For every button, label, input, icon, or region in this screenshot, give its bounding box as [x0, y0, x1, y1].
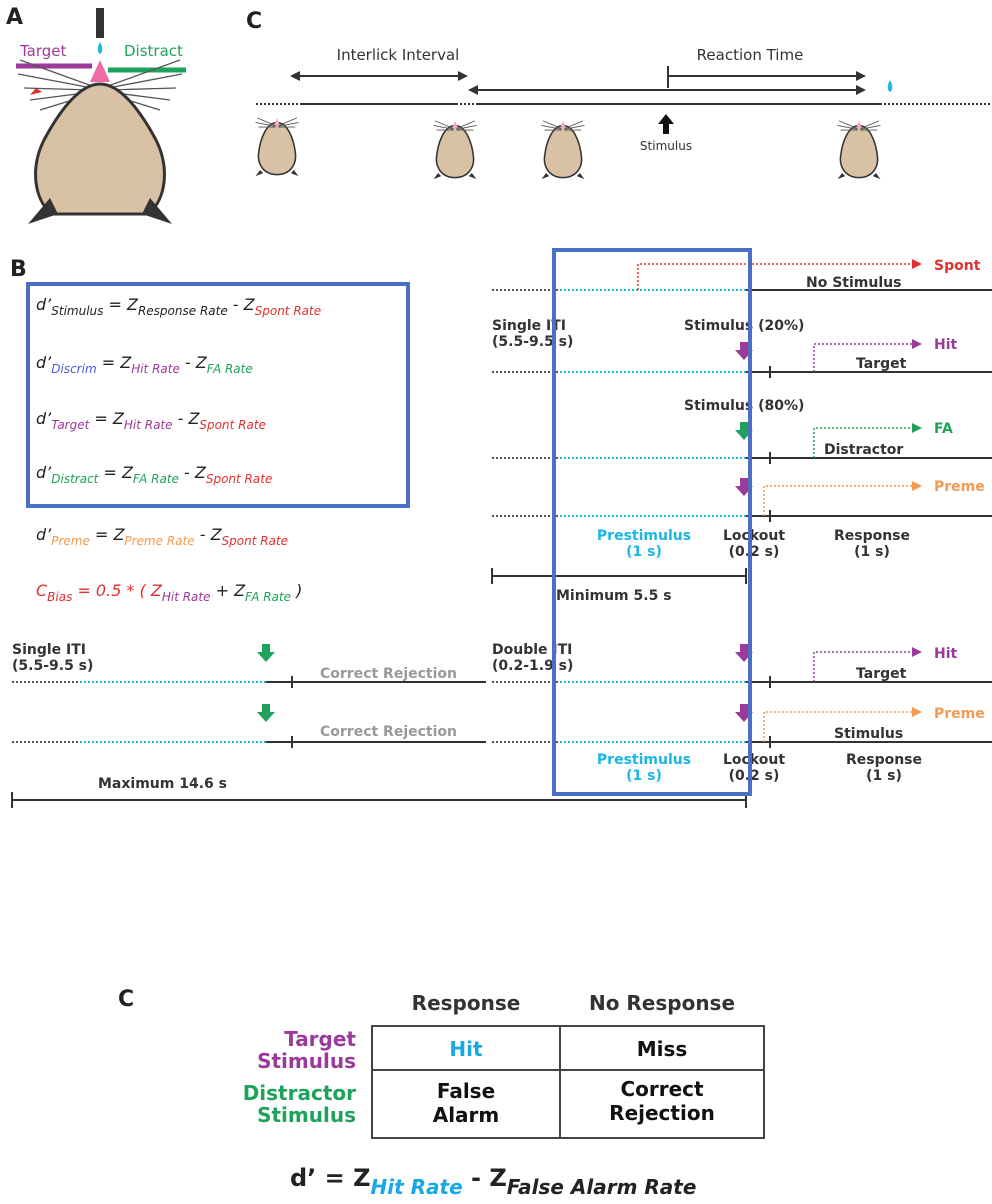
- correct-rejection-label-1: Correct Rejection: [320, 666, 457, 682]
- dprime-formula: d’ = ZHit Rate - ZFalse Alarm Rate: [290, 1164, 696, 1199]
- mouse-lick-1: [254, 116, 300, 178]
- mouse-lick-4: [836, 119, 882, 181]
- distract-label: Distract: [124, 42, 183, 60]
- distractor-label: Distractor: [824, 442, 903, 458]
- equation-box: [26, 282, 410, 508]
- prestimulus-dur-lower: (1 s): [626, 768, 662, 784]
- double-hit-label: Hit: [934, 646, 958, 662]
- response-label-upper: Response: [834, 528, 910, 544]
- lick-spout: [96, 8, 104, 38]
- preme-stim-arrow-icon: [735, 478, 753, 496]
- preme-label: Preme: [934, 479, 985, 495]
- stimulus-label: Stimulus: [640, 139, 692, 153]
- row-distractor-2: Stimulus: [257, 1103, 356, 1127]
- cell-false-1: False: [437, 1079, 495, 1103]
- row-target-1: Target: [284, 1027, 356, 1051]
- panel-c-table-letter: C: [118, 987, 134, 1012]
- single-iti-label: Single ITI: [492, 318, 566, 334]
- minimum-label: Minimum 5.5 s: [556, 588, 672, 604]
- reward-drop-icon: [887, 80, 893, 92]
- col-no-response: No Response: [589, 991, 735, 1015]
- distract-stim-arrow-icon: [735, 422, 753, 440]
- fa-label: FA: [934, 421, 953, 437]
- double-hit-stim-arrow-icon: [735, 644, 753, 662]
- double-iti-label: Double ITI: [492, 642, 572, 658]
- panel-c-top: C Interlick Interval Reaction Time Stimu…: [246, 9, 992, 181]
- correct-rejection-label-2: Correct Rejection: [320, 724, 457, 740]
- prestimulus-dur-upper: (1 s): [626, 544, 662, 560]
- double-stimulus-label: Stimulus: [834, 726, 903, 742]
- eq-distract: d’Distract = ZFA Rate - ZSpont Rate: [36, 463, 272, 486]
- panel-c-table: C Response No Response Target Stimulus D…: [118, 987, 765, 1199]
- eq-stimulus: d’Stimulus = ZResponse Rate - ZSpont Rat…: [36, 295, 321, 318]
- double-preme-stim-arrow-icon: [735, 704, 753, 722]
- window-box: [552, 248, 752, 796]
- hit-label: Hit: [934, 337, 958, 353]
- stimulus-80-label: Stimulus (80%): [684, 398, 804, 414]
- double-target-label: Target: [856, 666, 907, 682]
- outcome-table: [371, 1025, 765, 1139]
- panel-a-letter: A: [6, 5, 23, 30]
- double-preme-arrow: [763, 707, 922, 742]
- mouse-lick-3: [540, 119, 586, 181]
- stimulus-arrow-icon: [658, 114, 674, 134]
- response-label-lower: Response: [846, 752, 922, 768]
- lockout-dur-upper: (0.2 s): [729, 544, 780, 560]
- fa-arrow: [813, 423, 922, 458]
- cr2-stim-arrow-icon: [257, 704, 275, 722]
- panel-c-top-letter: C: [246, 9, 262, 34]
- panel-a: A Target Distract: [6, 5, 186, 224]
- cr1-stim-arrow-icon: [257, 644, 275, 662]
- eq-bias: CBias = 0.5 * ( ZHit Rate + ZFA Rate ): [36, 581, 302, 604]
- cell-hit: Hit: [449, 1037, 483, 1061]
- spont-label: Spont: [934, 258, 981, 274]
- response-dur-upper: (1 s): [854, 544, 890, 560]
- mouse-nose: [90, 60, 110, 82]
- eq-preme: d’Preme = ZPreme Rate - ZSpont Rate: [36, 525, 288, 548]
- prestimulus-label-lower: Prestimulus: [597, 752, 691, 768]
- hit-arrow: [813, 339, 922, 372]
- whiskers-left: [17, 59, 93, 111]
- preme-arrow: [763, 481, 922, 516]
- spont-arrow: [637, 259, 922, 290]
- target-piezo-icon: [30, 88, 42, 95]
- reaction-time-label: Reaction Time: [697, 46, 804, 64]
- single-iti-lower-label: Single ITI: [12, 642, 86, 658]
- target-stim-arrow-icon: [735, 342, 753, 360]
- double-preme-label: Preme: [934, 706, 985, 722]
- row-target-2: Stimulus: [257, 1049, 356, 1073]
- lockout-label-upper: Lockout: [723, 528, 785, 544]
- panel-b: B d’Stimulus = ZResponse Rate - ZSpont R…: [10, 248, 992, 808]
- water-drop-icon: [97, 42, 103, 54]
- cell-false-2: Alarm: [433, 1103, 500, 1127]
- single-iti-range: (5.5-9.5 s): [492, 334, 573, 350]
- row-distractor-1: Distractor: [243, 1081, 356, 1105]
- eq-discrim: d’Discrim = ZHit Rate - ZFA Rate: [36, 353, 253, 376]
- cell-correct-2: Rejection: [609, 1101, 715, 1125]
- mouse-lick-2: [432, 119, 478, 181]
- double-hit-arrow: [813, 647, 922, 682]
- maximum-label: Maximum 14.6 s: [98, 776, 227, 792]
- lockout-label-lower: Lockout: [723, 752, 785, 768]
- interlick-label: Interlick Interval: [337, 46, 460, 64]
- cell-miss: Miss: [637, 1037, 688, 1061]
- mouse-body: [34, 82, 166, 216]
- double-iti-range: (0.2-1.9 s): [492, 658, 573, 674]
- target-label-b: Target: [856, 356, 907, 372]
- prestimulus-label-upper: Prestimulus: [597, 528, 691, 544]
- single-iti-lower-range: (5.5-9.5 s): [12, 658, 93, 674]
- mouse-right-paw: [142, 198, 172, 224]
- no-stimulus-label: No Stimulus: [806, 275, 901, 291]
- panel-b-letter: B: [10, 257, 27, 282]
- response-dur-lower: (1 s): [866, 768, 902, 784]
- lockout-dur-lower: (0.2 s): [729, 768, 780, 784]
- stimulus-20-label: Stimulus (20%): [684, 318, 804, 334]
- target-label: Target: [19, 42, 67, 60]
- col-response: Response: [412, 991, 521, 1015]
- eq-target: d’Target = ZHit Rate - ZSpont Rate: [36, 409, 266, 432]
- cell-correct-1: Correct: [620, 1077, 704, 1101]
- mouse-left-paw: [28, 198, 58, 224]
